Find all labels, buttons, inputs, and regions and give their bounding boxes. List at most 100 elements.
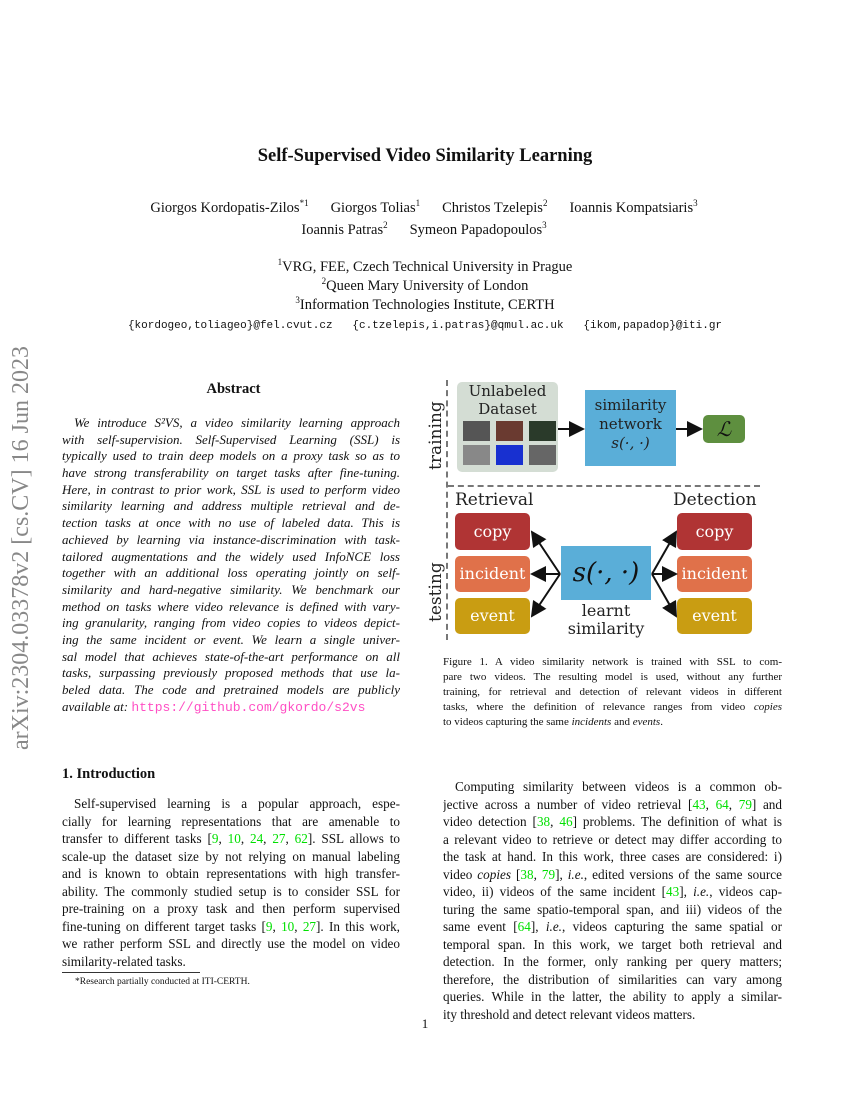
text-line: queries. While in the latter, the abilit… — [443, 989, 782, 1004]
footnote-rule — [62, 972, 200, 973]
thumbnail — [463, 445, 490, 465]
citation-link[interactable]: 10 — [281, 918, 295, 934]
author-affiliation-mark: *1 — [299, 198, 309, 209]
affiliations: 1VRG, FEE, Czech Technical University in… — [0, 258, 850, 315]
author-name: Giorgos Tolias — [330, 200, 416, 216]
text-line: sal model that achieves state-of-the-art… — [62, 648, 400, 664]
text-line: scale-up the dataset size by not relying… — [62, 848, 400, 864]
citation-link[interactable]: 27 — [272, 831, 286, 846]
citation-link[interactable]: 43 — [692, 796, 706, 812]
author: Giorgos Tolias1 — [321, 198, 433, 216]
author: Ioannis Patras2 — [291, 220, 399, 238]
text-line: similarity learning and address multiple… — [62, 498, 400, 514]
text-line: therefore, the distribution of similarit… — [443, 971, 782, 987]
affiliation: 2Queen Mary University of London — [0, 277, 850, 296]
text-line: same event [64], i.e., videos capturing … — [443, 919, 782, 934]
affiliation-text: Queen Mary University of London — [326, 278, 529, 294]
citation-link[interactable]: 38 — [520, 866, 534, 882]
arrow — [651, 573, 677, 618]
text-line: similarity-related tasks. — [62, 953, 186, 969]
text-line: pare two videos. The resulting model is … — [443, 671, 782, 683]
citation-link[interactable]: 64 — [715, 796, 729, 812]
author-name: Symeon Papadopoulos — [409, 222, 543, 238]
text-line: tasks, surpassing previously proposed me… — [62, 665, 400, 681]
footnote: *Research partially conducted at ITI-CER… — [75, 977, 250, 987]
text-line: tailored augmentations and the widely us… — [62, 548, 400, 564]
author-affiliation-mark: 3 — [542, 220, 547, 231]
citation-link[interactable]: 27 — [302, 918, 317, 934]
text-line: Here, in contrast to prior work, SSL is … — [62, 481, 400, 497]
author-name: Giorgos Kordopatis-Zilos — [150, 200, 300, 216]
author-affiliation-mark: 2 — [542, 198, 548, 209]
text-line: achieved by learning via instance-discri… — [62, 531, 400, 547]
citation-link[interactable]: 64 — [517, 919, 531, 934]
figure-1: training testing Unlabeled Dataset simil… — [426, 380, 760, 640]
text-line: ability. The commonly studied setup is t… — [62, 883, 400, 899]
affiliation-text: Information Technologies Institute, CERT… — [299, 297, 555, 313]
abstract-body: We introduce S²VS, a video similarity le… — [62, 415, 400, 715]
citation-link[interactable]: 24 — [249, 831, 264, 846]
text-line: ity threshold and detect relevant videos… — [443, 1006, 696, 1022]
authors-line-1: Giorgos Kordopatis-Zilos*1 Giorgos Tolias… — [0, 198, 850, 217]
detection-copy-box: copy — [677, 513, 752, 550]
affiliation: 3Information Technologies Institute, CER… — [0, 296, 850, 315]
network-label: similarity network — [594, 396, 667, 433]
text-line: fine-tuning on different target tasks [9… — [62, 918, 400, 934]
citation-link[interactable]: 9 — [265, 918, 273, 934]
text-line: Self-supervised learning is a popular ap… — [74, 796, 400, 811]
text-line: we rather perform SSL and directly use t… — [62, 936, 400, 951]
text-line: a relevant video to retrieve or detect m… — [443, 831, 782, 847]
author-affiliation-mark: 2 — [383, 220, 388, 231]
text-line: detection. In the former, only ranking p… — [443, 954, 782, 969]
citation-link[interactable]: 46 — [559, 814, 573, 829]
text-line: with self-supervision. Self-Supervised L… — [62, 431, 400, 447]
detection-event-box: event — [677, 598, 752, 634]
text-line: typically used to train deep models on a… — [62, 448, 400, 464]
affiliation: 1VRG, FEE, Czech Technical University in… — [0, 258, 850, 277]
paper-title: Self-Supervised Video Similarity Learnin… — [257, 146, 593, 166]
citation-link[interactable]: 79 — [541, 866, 556, 882]
detection-incident-box: incident — [677, 556, 752, 592]
affiliation-mark: 3 — [295, 295, 300, 306]
network-function: s(·, ·) — [611, 434, 650, 452]
code-link[interactable]: https://github.com/gkordo/s2vs — [131, 699, 366, 715]
affiliation-mark: 1 — [277, 257, 283, 268]
text-line: beled data. The code and pretrained mode… — [62, 682, 400, 697]
detection-label: Detection — [673, 490, 757, 510]
vertical-divider — [446, 380, 448, 640]
text-line: the task at hand. In this work, three ca… — [443, 849, 782, 864]
text-line: and is known to obtain representations w… — [62, 866, 400, 881]
thumbnail — [463, 421, 490, 441]
author-name: Christos Tzelepis — [442, 200, 543, 216]
arrow — [530, 530, 561, 575]
citation-link[interactable]: 43 — [666, 884, 680, 899]
retrieval-incident-box: incident — [455, 556, 530, 592]
text-line: ing the same incident or event. We learn… — [62, 631, 400, 647]
horizontal-divider — [448, 485, 760, 487]
text-line: temporal span. In this work, we target b… — [443, 936, 782, 952]
text-line: to videos capturing the same incidents a… — [443, 716, 663, 728]
text-line: have strong transferability on target ta… — [62, 465, 400, 481]
affiliation-mark: 2 — [321, 276, 327, 287]
citation-link[interactable]: 38 — [536, 814, 551, 829]
learnt-similarity-label: learnt similarity — [567, 601, 645, 638]
citation-link[interactable]: 9 — [211, 831, 219, 846]
thumbnail — [496, 421, 523, 441]
text-line: jective across a number of video retriev… — [443, 796, 782, 812]
figure-arrows — [530, 421, 703, 618]
unlabeled-dataset-box: Unlabeled Dataset — [457, 382, 558, 472]
retrieval-copy-box: copy — [455, 513, 530, 550]
author-name: Ioannis Patras — [301, 222, 384, 238]
text-line: Computing similarity between videos is a… — [455, 779, 782, 794]
citation-link[interactable]: 62 — [294, 831, 308, 846]
affiliation-text: VRG, FEE, Czech Technical University in … — [282, 259, 573, 275]
thumbnail — [529, 445, 556, 465]
text-line: method on tasks where video relevance is… — [62, 598, 400, 614]
citation-link[interactable]: 79 — [738, 796, 752, 812]
author-affiliation-mark: 1 — [415, 198, 421, 209]
citation-link[interactable]: 10 — [227, 831, 241, 846]
text-line: turing the same spatio-temporal span, an… — [443, 901, 782, 917]
text-line: training, for retrieval and detection of… — [443, 686, 782, 698]
dataset-label: Unlabeled Dataset — [468, 382, 547, 418]
introduction-heading: 1. Introduction — [62, 766, 156, 782]
